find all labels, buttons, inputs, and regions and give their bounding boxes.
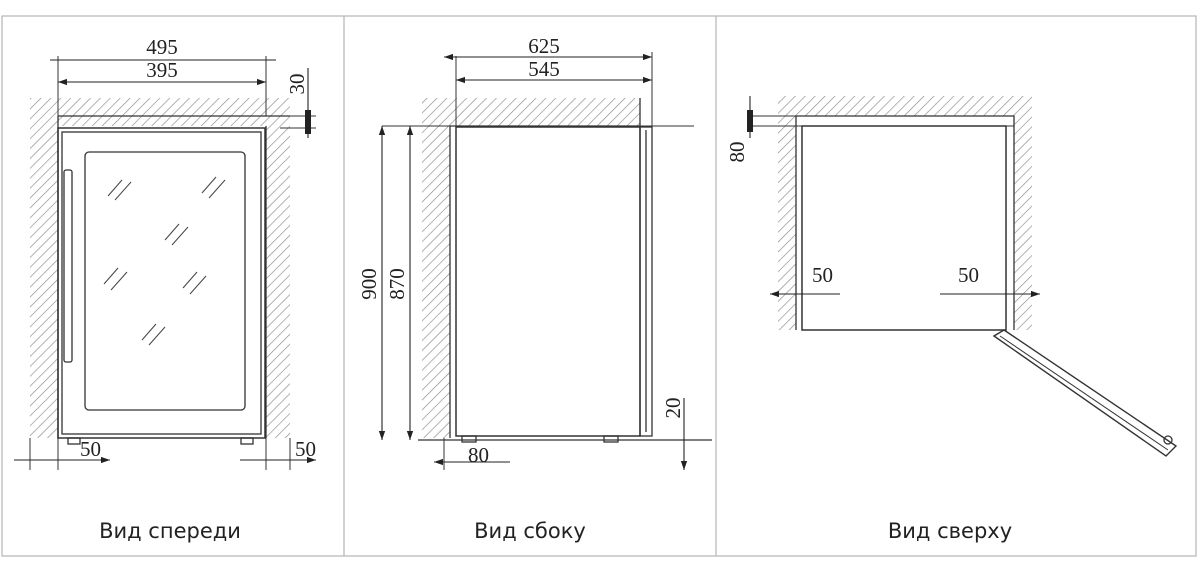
- side-dim-body-depth: 545: [528, 57, 560, 81]
- top-open-door: [992, 329, 1178, 457]
- top-walls-hatch: [778, 96, 1032, 330]
- top-dim-80-tick: [747, 110, 753, 132]
- side-dim-overall-depth: 625: [528, 34, 560, 58]
- front-door-handle: [63, 169, 73, 363]
- front-dim-left-gap: 50: [80, 437, 101, 461]
- front-dim-overall-width: 495: [146, 35, 178, 59]
- front-foot-left: [67, 437, 81, 445]
- side-dim-back-gap: 80: [468, 443, 489, 467]
- side-dim-body-height: 870: [385, 268, 409, 300]
- front-door-frame: [61, 131, 262, 435]
- top-dim-back-gap: 80: [725, 142, 749, 163]
- top-dim-right-gap: 50: [958, 263, 979, 287]
- front-view: 495 395 30 50 50 Вид спереди: [14, 35, 316, 543]
- top-cabinet: [801, 125, 1007, 331]
- side-door-edge: [639, 126, 653, 437]
- front-glass-panel: [84, 151, 246, 411]
- front-dim-top-gap: 30: [285, 74, 309, 95]
- front-view-caption: Вид спереди: [99, 519, 241, 543]
- side-dim-overall-height: 900: [357, 268, 381, 300]
- front-dim-inner-width: 395: [146, 58, 178, 82]
- side-dim-foot-height: 20: [661, 398, 685, 419]
- top-view: 80 50 50 Вид сверху: [725, 96, 1178, 543]
- front-foot-right: [240, 437, 254, 445]
- front-cabinet: [57, 127, 266, 439]
- panel-frames: [1, 15, 1197, 557]
- side-cabinet: [455, 126, 641, 437]
- top-view-caption: Вид сверху: [888, 519, 1012, 543]
- front-dim-30-tick: [305, 110, 311, 134]
- front-dim-right-gap: 50: [295, 437, 316, 461]
- front-walls-hatch: [30, 98, 290, 438]
- side-view-caption: Вид сбоку: [474, 519, 586, 543]
- glass-reflection-marks: [103, 176, 226, 346]
- side-view: 625 545 900 870 80 20 Вид сбоку: [357, 34, 712, 543]
- side-walls-hatch: [422, 98, 640, 438]
- side-foot-front: [603, 435, 619, 443]
- top-dim-left-gap: 50: [812, 263, 833, 287]
- side-foot-back: [461, 435, 477, 443]
